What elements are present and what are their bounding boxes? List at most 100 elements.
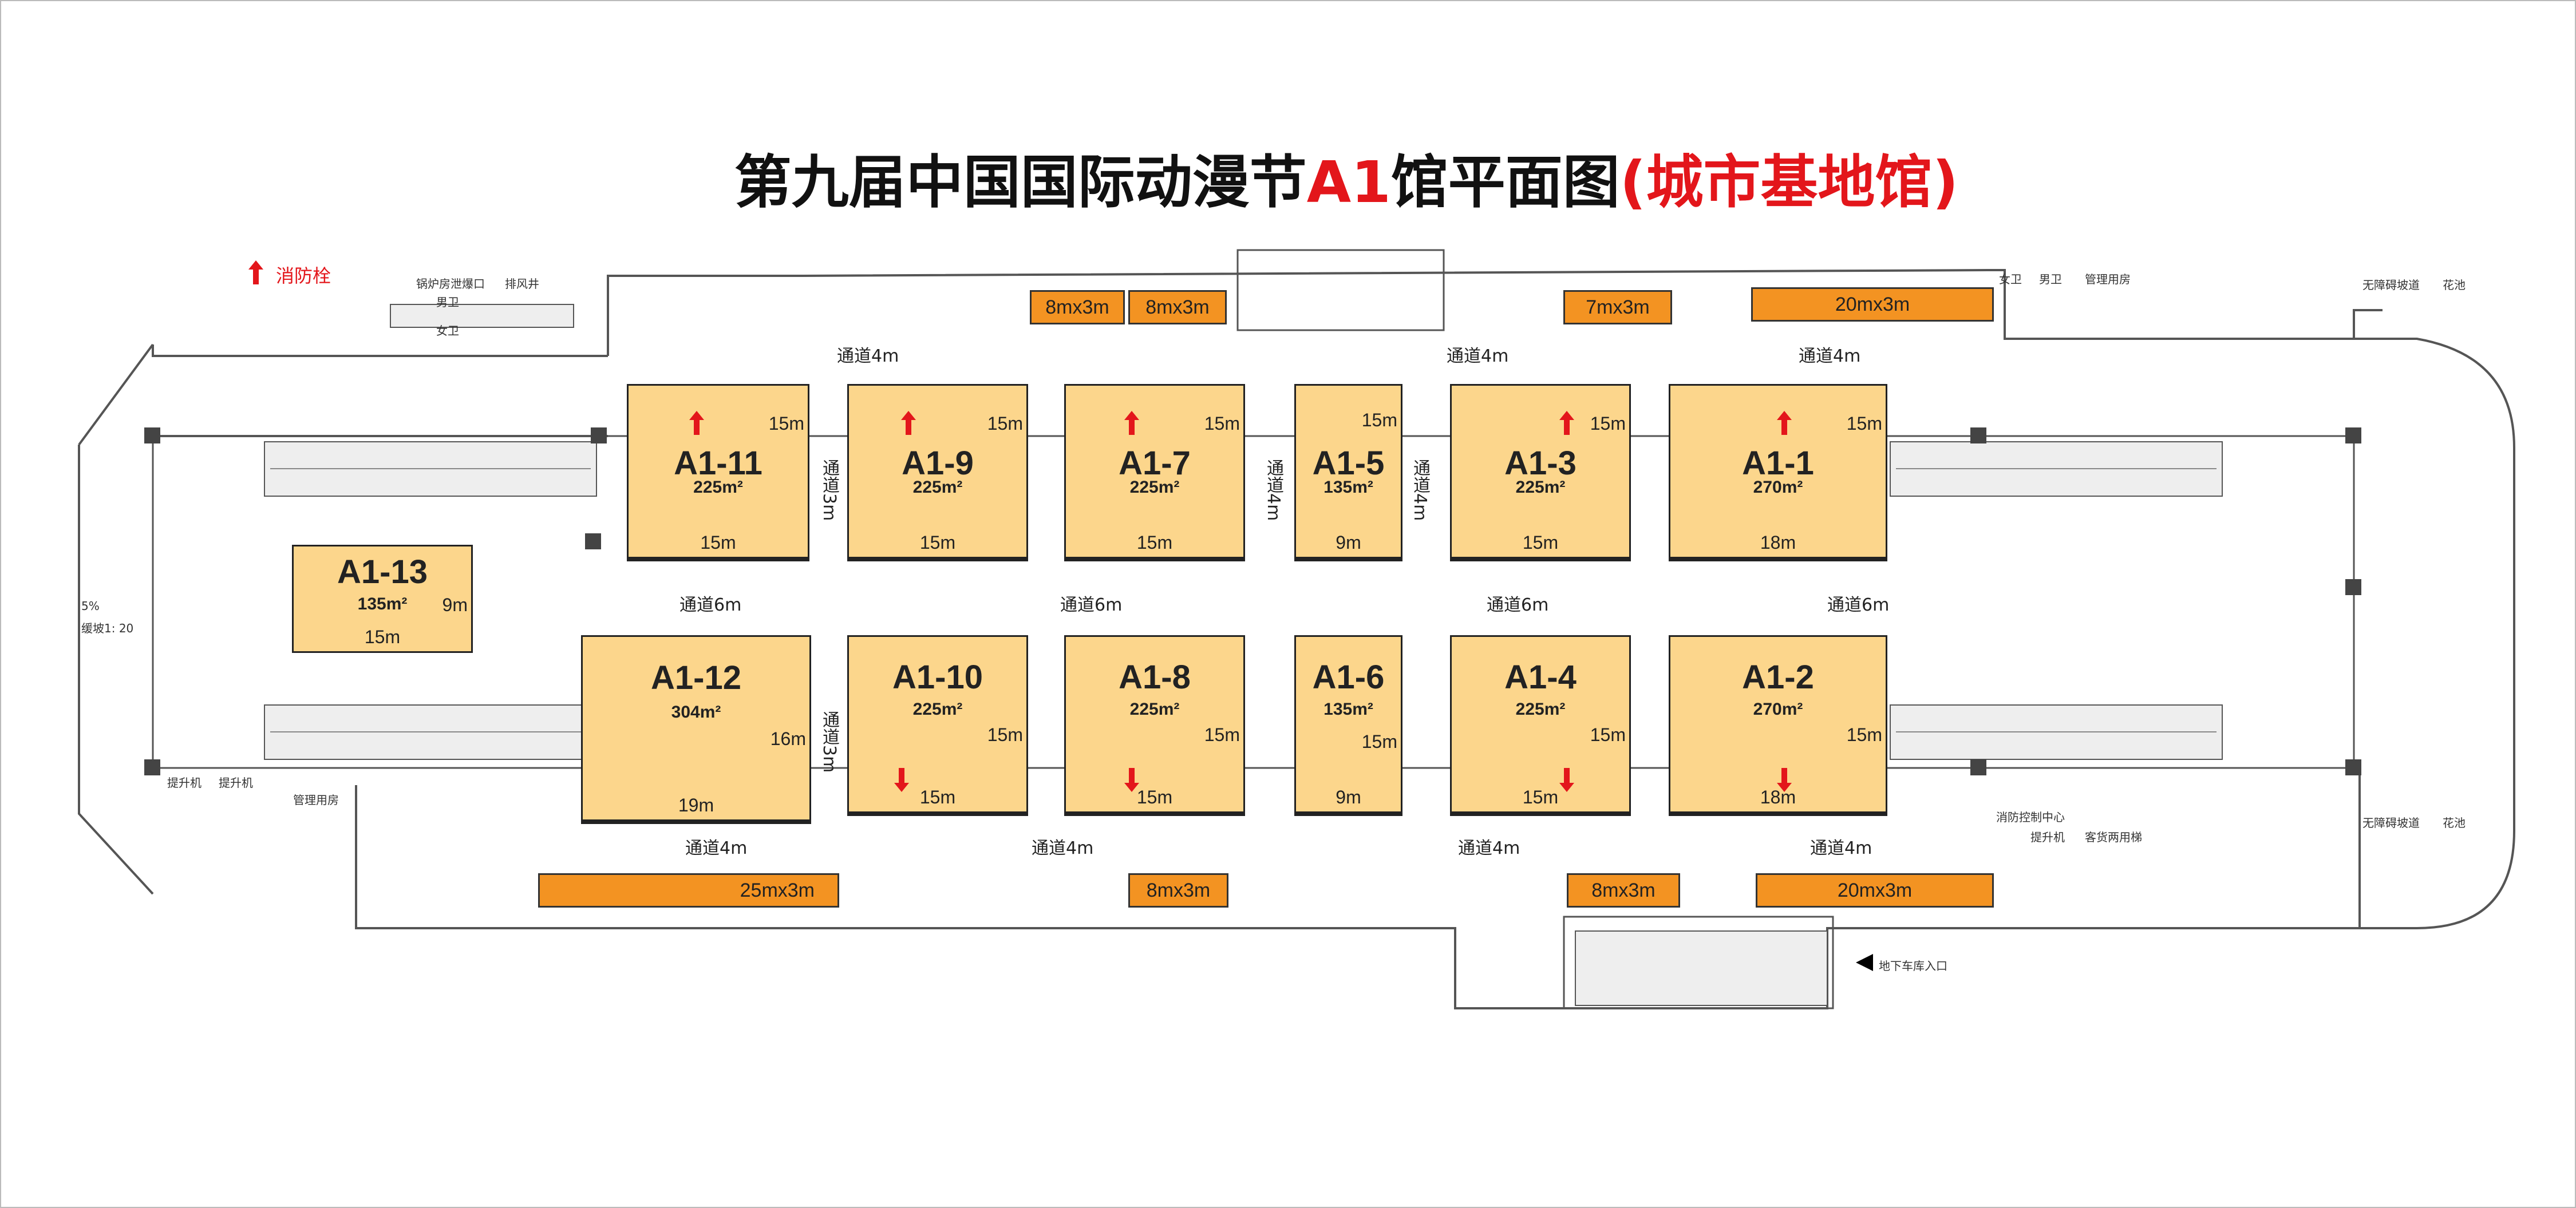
room-label: 男卫 xyxy=(436,295,459,309)
aisle-label: 通道6m xyxy=(1827,595,1890,615)
booth-width: 19m xyxy=(678,795,714,815)
fire-hydrant-icon xyxy=(1777,411,1792,435)
booth-a1-13[interactable]: A1-13 135m² 15m 9m xyxy=(292,545,473,653)
booth-width: 15m xyxy=(919,532,956,553)
strip-booth-bottom-4[interactable]: 20mx3m xyxy=(1756,873,1994,908)
booth-id: A1-12 xyxy=(651,659,741,697)
booth-a1-12[interactable]: A1-12 304m² 19m 16m xyxy=(581,635,811,824)
booth-id: A1-1 xyxy=(1742,444,1814,482)
booth-area: 225m² xyxy=(1515,699,1566,719)
booth-id: A1-4 xyxy=(1504,658,1577,696)
room-label: 提升机 xyxy=(167,776,202,790)
booth-depth: 15m xyxy=(1590,724,1626,745)
room-label: 无障碍坡道 xyxy=(2362,278,2420,292)
room-label: 无障碍坡道 xyxy=(2362,816,2420,830)
room-label: 管理用房 xyxy=(293,793,339,807)
page-title: 第九届中国国际动漫节A1馆平面图(城市基地馆) xyxy=(1,136,2575,219)
booth-id: A1-8 xyxy=(1119,658,1191,696)
aisle-label: 通道4m xyxy=(1447,346,1509,366)
strip-booth-top-1[interactable]: 8mx3m xyxy=(1030,290,1125,324)
aisle-label: 通道4m xyxy=(1810,838,1872,858)
booth-depth: 15m xyxy=(987,413,1023,434)
aisle-label: 通道6m xyxy=(679,595,742,615)
fire-hydrant-icon xyxy=(1559,768,1574,792)
fire-hydrant-icon xyxy=(1124,768,1139,792)
booth-id: A1-10 xyxy=(892,658,983,696)
room-label: 提升机 xyxy=(219,776,253,790)
title-suffix: 馆平面图 xyxy=(1390,149,1620,216)
room-label: 女卫 xyxy=(436,324,459,338)
fire-hydrant-icon xyxy=(248,260,263,284)
booth-depth: 9m xyxy=(442,595,468,616)
fire-hydrant-icon xyxy=(1559,411,1574,435)
booth-depth: 15m xyxy=(1204,724,1240,745)
booth-area: 270m² xyxy=(1753,699,1803,719)
strip-booth-bottom-3[interactable]: 8mx3m xyxy=(1567,873,1680,908)
booth-width: 18m xyxy=(1760,532,1796,553)
strip-booth-bottom-1[interactable]: 25mx3m xyxy=(538,873,839,908)
room-label: 排风井 xyxy=(505,277,539,291)
booth-depth: 16m xyxy=(770,728,806,749)
booth-id: A1-9 xyxy=(902,444,974,482)
booth-width: 15m xyxy=(1522,787,1559,807)
aisle-label: 通道4m xyxy=(1032,838,1094,858)
booth-area: 135m² xyxy=(357,595,408,614)
booth-area: 135m² xyxy=(1323,478,1373,497)
booth-depth: 15m xyxy=(987,724,1023,745)
room-label: 5% xyxy=(81,599,100,613)
booth-area: 225m² xyxy=(1129,478,1180,497)
room-label: 客货两用梯 xyxy=(2085,830,2142,844)
booth-a1-6[interactable]: A1-6 135m² 9m 15m xyxy=(1294,635,1402,816)
room-label: 缓坡1: 20 xyxy=(81,621,134,635)
booth-depth: 15m xyxy=(1204,413,1240,434)
booth-depth: 15m xyxy=(1846,413,1882,434)
booth-a1-4[interactable]: A1-4 225m² 15m 15m xyxy=(1450,635,1631,816)
aisle-label: 通道4m xyxy=(1410,459,1430,521)
aisle-label: 通道3m xyxy=(819,711,839,773)
title-highlight: (城市基地馆) xyxy=(1619,149,1959,216)
booth-id: A1-5 xyxy=(1312,444,1385,482)
booth-id: A1-2 xyxy=(1742,658,1814,696)
booth-width: 15m xyxy=(364,627,401,647)
strip-booth-bottom-2[interactable]: 8mx3m xyxy=(1128,873,1228,908)
booth-id: A1-13 xyxy=(337,553,428,591)
fire-hydrant-icon xyxy=(894,768,909,792)
room-label: 男卫 xyxy=(2039,272,2062,286)
strip-booth-top-2[interactable]: 8mx3m xyxy=(1128,290,1227,324)
strip-booth-top-3[interactable]: 7mx3m xyxy=(1563,290,1672,324)
fire-hydrant-icon xyxy=(1777,768,1792,792)
aisle-label: 通道4m xyxy=(685,838,748,858)
booth-id: A1-3 xyxy=(1504,444,1577,482)
aisle-label: 通道4m xyxy=(1799,346,1861,366)
booth-area: 225m² xyxy=(912,699,963,719)
booth-width: 9m xyxy=(1336,532,1361,553)
aisle-label: 通道3m xyxy=(819,459,839,521)
strip-booth-top-4[interactable]: 20mx3m xyxy=(1751,287,1994,322)
booth-id: A1-6 xyxy=(1312,658,1385,696)
booth-depth: 15m xyxy=(1361,731,1397,752)
fire-hydrant-icon xyxy=(1124,411,1139,435)
fire-hydrant-icon xyxy=(901,411,916,435)
booth-area: 225m² xyxy=(1515,478,1566,497)
fire-hydrant-icon xyxy=(689,411,704,435)
room-label: 花池 xyxy=(2443,278,2466,292)
booth-width: 9m xyxy=(1336,787,1361,807)
booth-area: 270m² xyxy=(1753,478,1803,497)
booth-depth: 15m xyxy=(768,413,804,434)
booth-width: 15m xyxy=(1136,787,1173,807)
room-label: 锅炉房泄爆口 xyxy=(416,277,485,291)
room-label: 消防控制中心 xyxy=(1996,810,2065,824)
room-label: 管理用房 xyxy=(2085,272,2131,286)
booth-area: 135m² xyxy=(1323,699,1373,719)
booth-area: 304m² xyxy=(671,702,721,722)
booth-id: A1-7 xyxy=(1119,444,1191,482)
